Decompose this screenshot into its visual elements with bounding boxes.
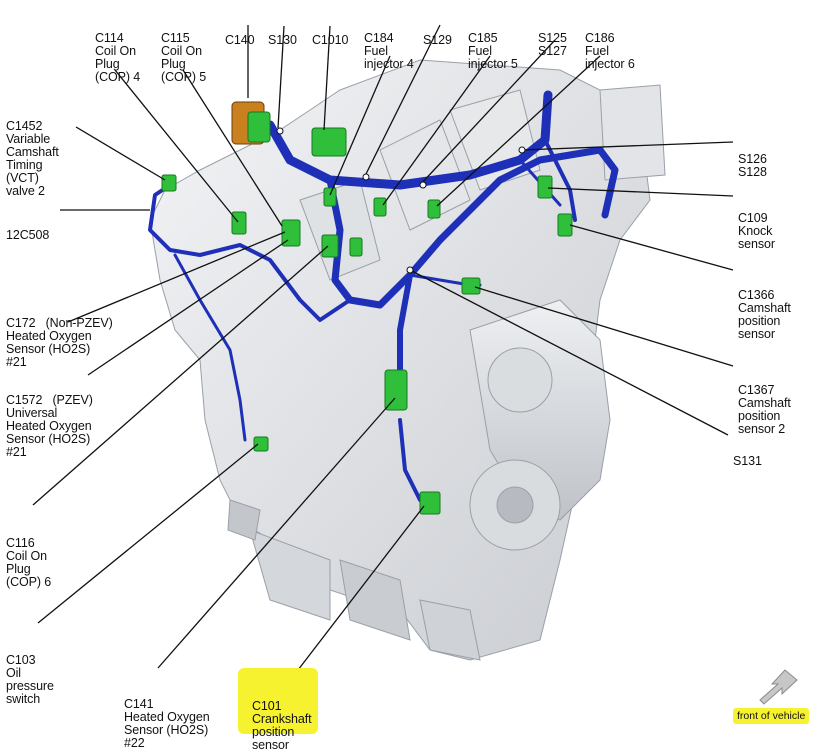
wiring-harness (148, 90, 619, 502)
connectors (161, 127, 573, 515)
label-s129: S129 (423, 33, 452, 47)
splice-points (276, 127, 526, 274)
leader-lines (32, 24, 734, 671)
label-c140: C140 (225, 33, 255, 47)
c101-highlight (238, 668, 318, 734)
label-s131: S131 (733, 454, 762, 468)
label-c1010: C1010 (312, 33, 349, 47)
front-of-vehicle-arrow (759, 669, 798, 705)
label-s130: S130 (268, 33, 297, 47)
front-of-vehicle-label: front of vehicle (733, 708, 810, 724)
c140-connector (231, 101, 271, 145)
label-12c508: 12C508 (6, 228, 50, 242)
